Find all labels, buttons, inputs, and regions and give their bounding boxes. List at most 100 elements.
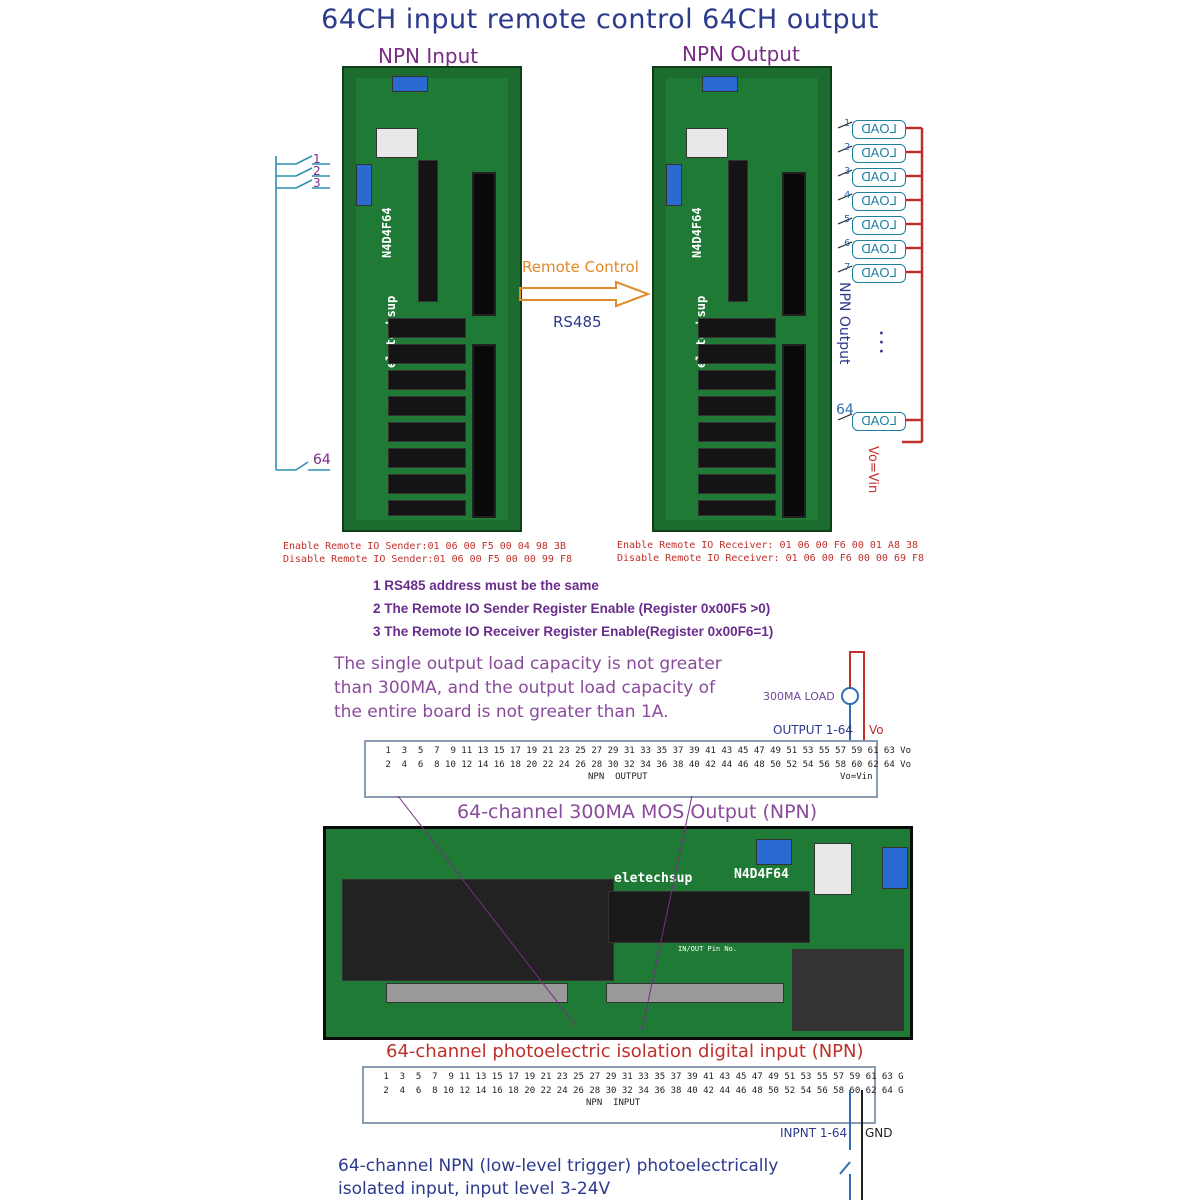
output-load-wiring — [841, 651, 865, 746]
load-300ma-label: 300MA LOAD — [763, 690, 835, 703]
input-pins-odd: 1 3 5 7 9 11 13 15 17 19 21 23 25 27 29 … — [378, 1072, 904, 1082]
page-title: 64CH input remote control 64CH output — [321, 4, 879, 35]
load-7: LOAD — [852, 264, 906, 283]
note-3: 3 The Remote IO Receiver Register Enable… — [373, 624, 774, 639]
power-terminal — [882, 847, 908, 889]
terminal-block — [702, 76, 738, 92]
npn-output-side-label: NPN Output — [836, 282, 852, 365]
switch-label-1: 1 — [313, 152, 321, 166]
mosfet-row — [698, 474, 776, 494]
pointer-lines — [397, 795, 693, 1031]
switch-label-64: 64 — [313, 452, 331, 468]
bottom-text-line-1: 64-channel NPN (low-level trigger) photo… — [338, 1156, 779, 1176]
chip-column — [418, 160, 438, 302]
load-num-2: 2 — [844, 142, 851, 153]
mosfet-row — [698, 422, 776, 442]
bottom-text-line-2: isolated input, input level 3-24V — [338, 1179, 611, 1199]
optocoupler-row — [388, 396, 466, 416]
capacity-line-1: The single output load capacity is not g… — [334, 654, 722, 674]
load-4: LOAD — [852, 192, 906, 211]
inpnt-label: INPNT 1-64 — [780, 1126, 848, 1140]
rs485-label: RS485 — [553, 313, 602, 331]
output-caption: 64-channel 300MA MOS Output (NPN) — [457, 801, 818, 823]
output-range-label: OUTPUT 1-64 — [773, 723, 853, 737]
receiver-disable-cmd: Disable Remote IO Receiver: 01 06 00 F6 … — [617, 553, 925, 564]
mosfet-row — [698, 318, 776, 338]
input-pins-even: 2 4 6 8 10 12 14 16 18 20 22 24 26 28 30… — [378, 1086, 904, 1096]
load-3: LOAD — [852, 168, 906, 187]
vo-vin-label: Vo=Vin — [865, 446, 880, 494]
mosfet-row — [698, 396, 776, 416]
load-num-3: 3 — [844, 166, 851, 177]
input-wiring — [839, 1090, 863, 1200]
load-6: LOAD — [852, 240, 906, 259]
load-2: LOAD — [852, 144, 906, 163]
load-num-64: 64 — [836, 402, 854, 418]
dip-switch — [756, 839, 792, 865]
output-strip-vin: Vo=Vin — [840, 772, 873, 782]
input-board: N4D4F64 eletechsup — [342, 66, 522, 532]
optocoupler-row — [388, 344, 466, 364]
output-board-label: NPN Output — [682, 42, 800, 66]
output-board: N4D4F64 eletechsup — [652, 66, 832, 532]
note-2: 2 The Remote IO Sender Register Enable (… — [373, 601, 771, 616]
optocoupler-row — [388, 422, 466, 442]
load-num-4: 4 — [844, 190, 851, 201]
ellipsis-icon: • • • — [875, 330, 886, 355]
switch-label-2: 2 — [313, 164, 321, 178]
receiver-enable-cmd: Enable Remote IO Receiver: 01 06 00 F6 0… — [617, 540, 919, 551]
header-connector-input — [386, 983, 568, 1003]
sender-enable-cmd: Enable Remote IO Sender:01 06 00 F5 00 0… — [283, 541, 566, 552]
load-1: LOAD — [852, 120, 906, 139]
load-num-7: 7 — [844, 262, 851, 273]
optocoupler-grid — [342, 879, 614, 981]
capacity-line-3: the entire board is not greater than 1A. — [334, 702, 669, 722]
bottom-board: eletechsup N4D4F64 IN/OUT Pin No. — [323, 826, 913, 1040]
inout-label: IN/OUT Pin No. — [678, 945, 738, 953]
input-board-model: N4D4F64 — [380, 207, 394, 258]
mosfet-row — [698, 344, 776, 364]
input-connector-strip: 1 3 5 7 9 11 13 15 17 19 21 23 25 27 29 … — [362, 1066, 904, 1124]
output-pins-even: 2 4 6 8 10 12 14 16 18 20 22 24 26 28 30… — [380, 760, 912, 770]
load-num-5: 5 — [844, 214, 851, 225]
optocoupler-row — [388, 318, 466, 338]
load-num-1: 1 — [844, 118, 851, 129]
chip-column — [728, 160, 748, 302]
terminal-block — [392, 76, 428, 92]
remote-control-label: Remote Control — [522, 258, 639, 276]
input-strip-name: NPN INPUT — [586, 1098, 641, 1108]
input-caption: 64-channel photoelectric isolation digit… — [386, 1041, 864, 1062]
note-1: 1 RS485 address must be the same — [373, 578, 599, 593]
sender-disable-cmd: Disable Remote IO Sender:01 06 00 F5 00 … — [283, 554, 572, 565]
optocoupler-row — [388, 500, 466, 516]
output-pins-odd: 1 3 5 7 9 11 13 15 17 19 21 23 25 27 29 … — [380, 746, 912, 756]
mosfet-row — [698, 370, 776, 390]
switch-label-3: 3 — [313, 176, 321, 190]
bottom-board-model: N4D4F64 — [734, 867, 789, 882]
header-connector-2 — [472, 344, 496, 518]
load-5: LOAD — [852, 216, 906, 235]
mosfet-row — [698, 500, 776, 516]
dip-switch — [356, 164, 372, 206]
remote-arrow-icon — [519, 280, 651, 308]
optocoupler-row — [388, 448, 466, 468]
ic-row — [608, 891, 810, 943]
load-64: LOAD — [852, 412, 906, 431]
header-connector-2 — [782, 344, 806, 518]
header-connector-1 — [782, 172, 806, 316]
header-connector-1 — [472, 172, 496, 316]
optocoupler-row — [388, 474, 466, 494]
dip-switch — [666, 164, 682, 206]
rs485-module — [814, 843, 852, 895]
rs485-module — [376, 128, 418, 158]
input-board-label: NPN Input — [378, 44, 479, 68]
input-switch-wiring — [275, 155, 330, 471]
rs485-module — [686, 128, 728, 158]
bottom-board-brand: eletechsup — [614, 871, 693, 886]
output-connector-strip: 1 3 5 7 9 11 13 15 17 19 21 23 25 27 29 … — [364, 740, 911, 798]
load-num-6: 6 — [844, 238, 851, 249]
output-board-model: N4D4F64 — [690, 207, 704, 258]
vo-label: Vo — [869, 723, 884, 737]
mosfet-array — [792, 949, 904, 1031]
